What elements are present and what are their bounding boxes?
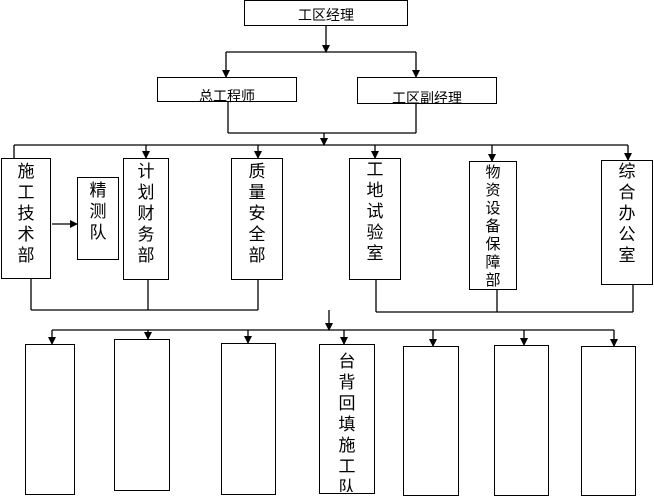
chief-engineer-label: 总工程师 xyxy=(199,89,255,105)
site-lab-box xyxy=(349,158,401,280)
team-box-7 xyxy=(581,346,636,496)
backfill-team-box xyxy=(319,344,375,494)
material-equipment-box xyxy=(469,161,517,290)
deputy-manager-label: 工区副经理 xyxy=(392,91,462,107)
team-box-2 xyxy=(114,339,170,491)
quality-safety-label: 质量安全部 xyxy=(248,162,266,266)
material-equipment-label: 物资设备保障部 xyxy=(485,163,501,289)
team-box-3 xyxy=(221,343,276,495)
general-office-label: 综合办公室 xyxy=(618,162,636,266)
team-box-6 xyxy=(494,345,549,496)
construction-tech-box xyxy=(1,158,51,279)
manager-label: 工区经理 xyxy=(298,8,354,24)
planning-finance-box xyxy=(123,158,169,280)
precision-team-label: 精测队 xyxy=(89,181,107,243)
team-box-1 xyxy=(25,344,75,495)
backfill-team-label: 台背回填施工队 xyxy=(338,352,356,492)
chief-engineer-box xyxy=(157,77,297,102)
construction-tech-label: 施工技术部 xyxy=(17,162,35,266)
team-box-5 xyxy=(403,346,459,496)
general-office-box xyxy=(601,160,653,285)
quality-safety-box xyxy=(231,158,283,280)
deputy-manager-box xyxy=(357,77,497,104)
planning-finance-label: 计划财务部 xyxy=(137,162,155,266)
manager-box xyxy=(244,0,408,26)
precision-team-box xyxy=(77,177,119,260)
site-lab-label: 工地试验室 xyxy=(366,160,384,264)
